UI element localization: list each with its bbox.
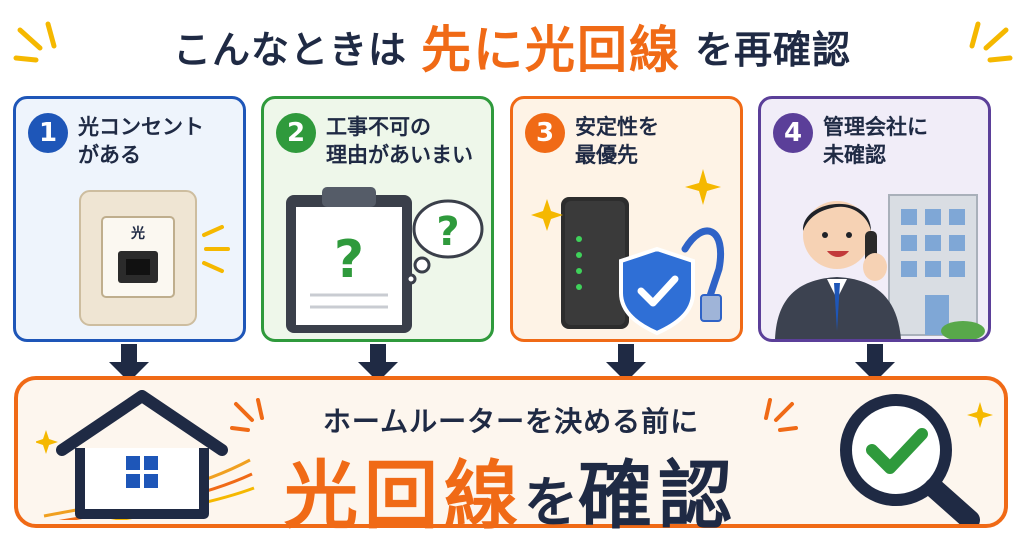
businessman-phone-icon [775, 194, 985, 339]
badge-number: 1 [28, 113, 68, 153]
sparkle-lines-left-icon [13, 21, 57, 63]
card-unclear-reason: ? ? 2 工事不可の 理由があいまい [261, 96, 494, 342]
router-shield-icon [531, 169, 724, 336]
conclusion-subtitle: ホームルーターを決める前に [322, 405, 700, 438]
fiber-outlet-icon [79, 190, 230, 326]
card-fiber-outlet: 光 1 光コンセント がある [13, 96, 246, 342]
card-text: 安定性を 最優先 [575, 115, 659, 167]
title-suffix: を再確認 [695, 27, 852, 72]
sparkle-lines-icon [764, 398, 798, 432]
conclusion-headline: 光回線を確認 [18, 436, 1004, 543]
sparkle-lines-right-icon [969, 21, 1013, 63]
svg-text:?: ? [436, 209, 459, 255]
house-fiber-icon [36, 390, 255, 520]
outlet-label: 光 [131, 226, 145, 242]
arrow-down-icon [109, 344, 149, 382]
arrow-down-icon [358, 344, 398, 382]
svg-text:?: ? [334, 230, 364, 290]
headline-fiber: 光回線 [284, 453, 524, 539]
card-text: 管理会社に 未確認 [823, 115, 928, 167]
badge-number: 3 [525, 113, 565, 153]
arrow-down-icon [855, 344, 895, 382]
headline-confirm: 確認 [578, 453, 738, 539]
sparkle-lines-icon [230, 398, 264, 432]
card-text: 光コンセント がある [78, 115, 204, 167]
card-stability: 3 安定性を 最優先 [510, 96, 743, 342]
page-title: こんなときは 先に光回線 を再確認 [0, 14, 1024, 79]
card-text: 工事不可の 理由があいまい [326, 115, 473, 167]
arrow-down-icon [606, 344, 646, 382]
title-accent: 先に光回線 [421, 21, 681, 79]
conclusion-panel: ホームルーターを決める前に 光回線を確認 [14, 376, 1008, 539]
card-management-company: 4 管理会社に 未確認 [758, 96, 991, 342]
magnifier-check-icon [840, 394, 993, 524]
headline-particle: を [524, 471, 578, 534]
badge-number: 2 [276, 113, 316, 153]
badge-number: 4 [773, 113, 813, 153]
clipboard-question-icon: ? ? [286, 187, 484, 333]
title-prefix: こんなときは [172, 27, 407, 72]
